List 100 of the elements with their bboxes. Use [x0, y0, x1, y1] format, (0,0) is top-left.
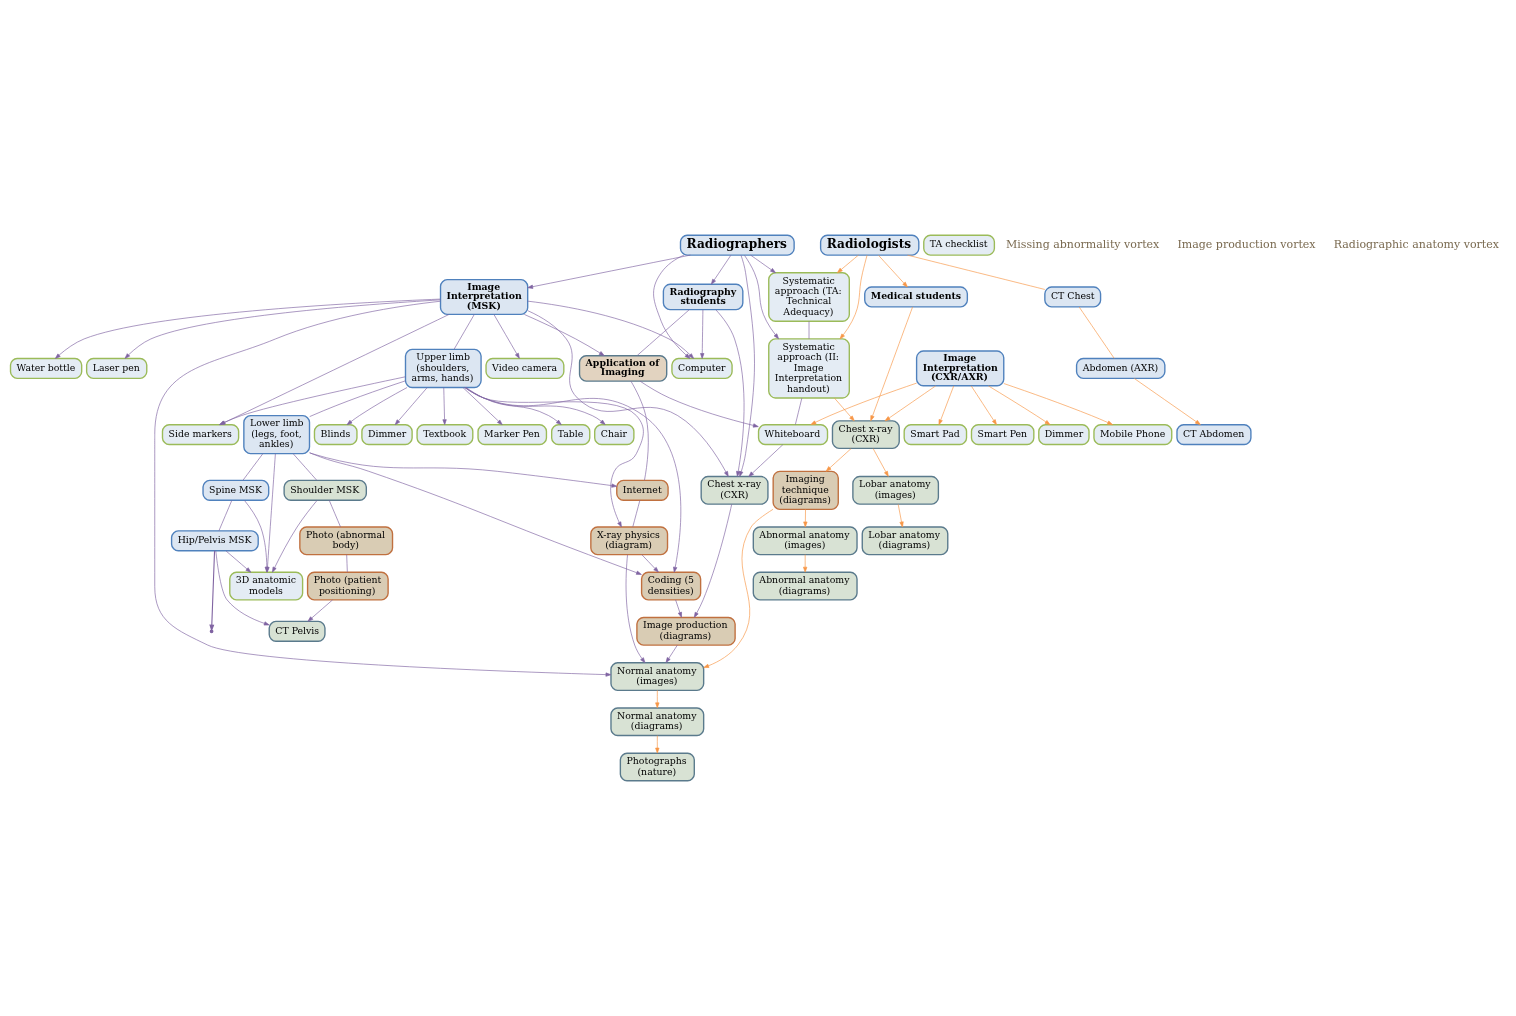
- arrow: [653, 254, 691, 359]
- arrow: [693, 503, 733, 618]
- arrow: [464, 387, 644, 528]
- arrow: [703, 508, 774, 668]
- node-box: 3D anatomic models: [229, 571, 304, 601]
- arrow: [219, 376, 406, 425]
- arrow: [744, 254, 779, 340]
- arrow: [527, 300, 694, 359]
- arrow: [394, 387, 428, 425]
- node-box: Mobile Phone: [1093, 424, 1173, 446]
- node-box: Textbook: [416, 424, 474, 446]
- arrow: [442, 387, 447, 425]
- arrow: [523, 314, 605, 356]
- node-box: Table: [551, 424, 591, 446]
- node-box: TA checklist: [923, 234, 996, 256]
- node-box: Image production (diagrams): [636, 616, 736, 646]
- node-box: Image Interpretation (CXR/AXR): [915, 350, 1005, 387]
- node-box: Water bottle: [9, 357, 83, 380]
- node-box: Whiteboard: [757, 424, 829, 446]
- arrow: [272, 500, 318, 573]
- arrow: [639, 380, 759, 428]
- label: Missing abnormality vortex: [1005, 237, 1160, 251]
- arrow: [154, 300, 612, 677]
- arrow: [527, 310, 729, 477]
- node-box: CT Abdomen: [1176, 424, 1252, 446]
- node-box: Dimmer: [361, 424, 413, 446]
- connector: [218, 500, 233, 532]
- node-box: Photo (abnormal body): [299, 526, 394, 556]
- arrow: [527, 254, 691, 289]
- arrow: [655, 735, 660, 754]
- arrow: [938, 385, 955, 425]
- node-box: Hip/Pelvis MSK: [170, 530, 259, 552]
- node-box: Systematic approach (TA: Technical Adequacy): [768, 272, 850, 322]
- arrow: [810, 382, 917, 425]
- arrow: [493, 314, 520, 359]
- arrow: [878, 254, 908, 288]
- node-box: Lobar anatomy (images): [852, 475, 940, 505]
- connector: [907, 254, 1046, 290]
- node-box: Internet: [616, 479, 669, 501]
- arrow: [307, 599, 333, 622]
- arrow: [625, 554, 646, 663]
- connector: [636, 309, 690, 356]
- arrow: [897, 504, 904, 528]
- node-box: Photo (patient positioning): [306, 571, 389, 601]
- arrow: [219, 314, 450, 425]
- arrow: [465, 387, 562, 425]
- node-box: Spine MSK: [202, 479, 270, 501]
- connector: [453, 314, 475, 350]
- node-box: Medical students: [864, 286, 969, 308]
- arrow: [675, 599, 682, 618]
- node-box: Radiologists: [819, 234, 920, 256]
- connector: [808, 321, 810, 340]
- node-box: Smart Pad: [903, 424, 968, 446]
- node-box: Chest x-ray (CXR): [700, 475, 769, 505]
- label: Radiographic anatomy vortex: [1333, 237, 1500, 251]
- node-box: Lower limb (legs, foot, ankles): [243, 414, 311, 455]
- arrow: [839, 254, 868, 340]
- connector: [632, 500, 641, 528]
- arrow: [988, 385, 1051, 425]
- arrow: [870, 306, 913, 422]
- node-box: X-ray physics (diagram): [590, 526, 669, 556]
- node-box: Radiography students: [662, 283, 744, 311]
- arrow: [884, 385, 936, 422]
- node-box: Lobar anatomy (diagrams): [861, 526, 949, 556]
- node-box: Coding (5 densities): [640, 571, 702, 601]
- node-box: CT Chest: [1044, 286, 1102, 308]
- arrow: [803, 509, 808, 528]
- node-box: Systematic approach (II: Image Interpretation handout): [768, 338, 850, 399]
- node-box: Application of Imaging: [578, 355, 668, 382]
- connector: [292, 453, 318, 481]
- node-box: Image Interpretation (MSK): [439, 278, 529, 316]
- node-box: Radiographers: [679, 234, 795, 256]
- node-box: Smart Pen: [970, 424, 1035, 446]
- node-box: Laser pen: [85, 357, 148, 380]
- arrow: [124, 299, 441, 359]
- node-box: Video camera: [485, 357, 565, 380]
- arrow: [739, 254, 755, 477]
- arrow: [700, 309, 705, 359]
- node-box: Dimmer: [1038, 424, 1090, 446]
- connector: [630, 380, 649, 481]
- node-box: Upper limb (shoulders, arms, hands): [404, 348, 482, 389]
- arrow: [309, 452, 642, 575]
- arrow: [641, 554, 659, 573]
- connector: [328, 500, 341, 528]
- connector: [346, 554, 348, 573]
- node-box: CT Pelvis: [268, 620, 326, 642]
- arrow: [665, 644, 678, 663]
- arrow: [750, 254, 776, 274]
- node-box: Chest x-ray (CXR): [831, 420, 900, 450]
- node-box: Normal anatomy (images): [610, 662, 705, 691]
- node-box: Photographs (nature): [619, 752, 695, 782]
- node-box: Abnormal anatomy (images): [752, 526, 858, 556]
- arrow: [872, 448, 889, 477]
- connector: [242, 453, 264, 481]
- node-box: Blinds: [313, 424, 358, 446]
- node-box: Computer: [671, 357, 733, 380]
- arrow: [55, 298, 441, 359]
- connector: [1078, 306, 1115, 359]
- arrow: [464, 387, 606, 425]
- arrow: [655, 690, 660, 709]
